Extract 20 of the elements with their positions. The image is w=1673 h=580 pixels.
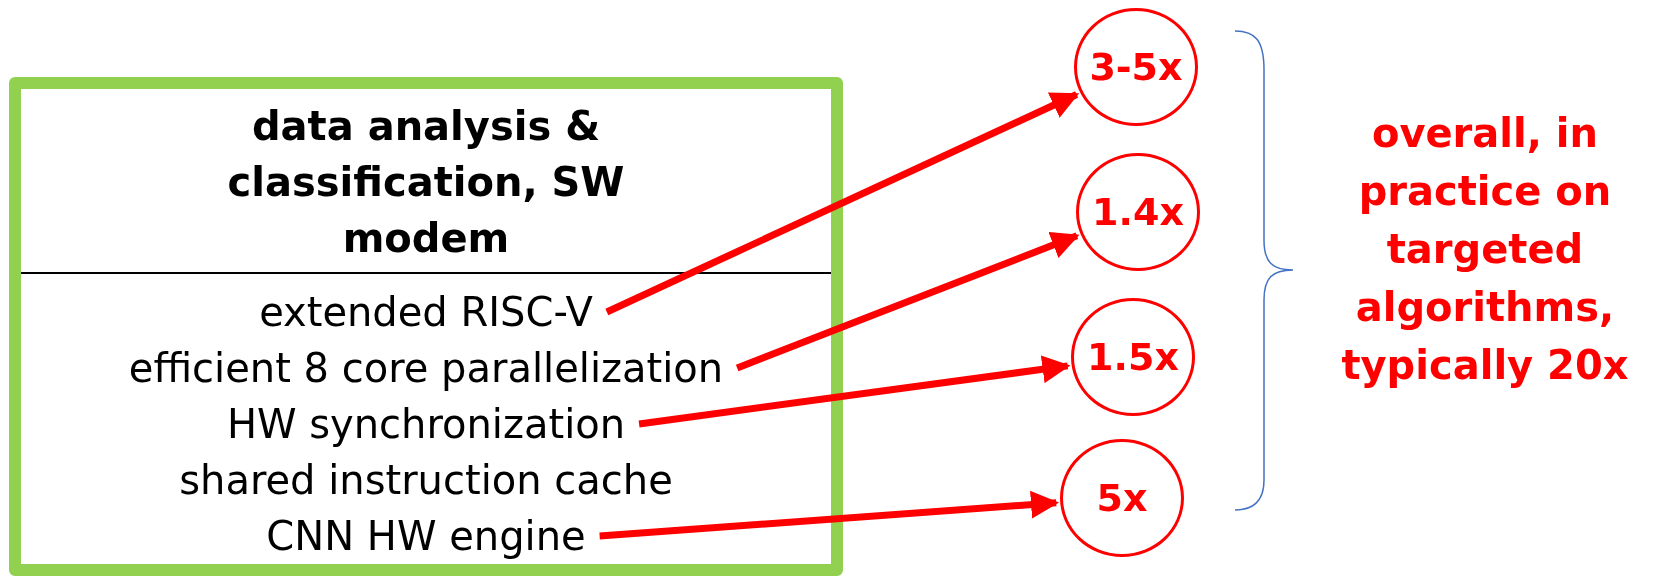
arrow: [638, 355, 1071, 428]
feature-text: shared instruction cache: [179, 452, 673, 508]
panel-heading: data analysis & classification, SW modem: [226, 102, 626, 263]
speedup-value: 3-5x: [1089, 45, 1183, 89]
arrow: [599, 490, 1059, 540]
arrow: [605, 91, 1080, 316]
speedup-circle: [1060, 439, 1184, 557]
speedup-circle: [1076, 153, 1200, 271]
speedup-value: 1.4x: [1092, 190, 1184, 234]
feature-text: CNN HW engine: [266, 508, 586, 564]
panel-box: [9, 77, 843, 576]
speedup-value: 1.5x: [1087, 335, 1179, 379]
arrow: [735, 231, 1080, 372]
speedup-circle: [1071, 298, 1195, 416]
feature-text: efficient 8 core parallelization: [128, 340, 724, 396]
speedup-value: 5x: [1096, 476, 1148, 520]
feature-text: extended RISC-V: [259, 284, 593, 340]
speedup-circle: [1074, 8, 1198, 126]
summary-note: overall, in practice on targeted algorithms, typically 20x: [1340, 109, 1630, 390]
feature-text: HW synchronization: [226, 396, 626, 452]
